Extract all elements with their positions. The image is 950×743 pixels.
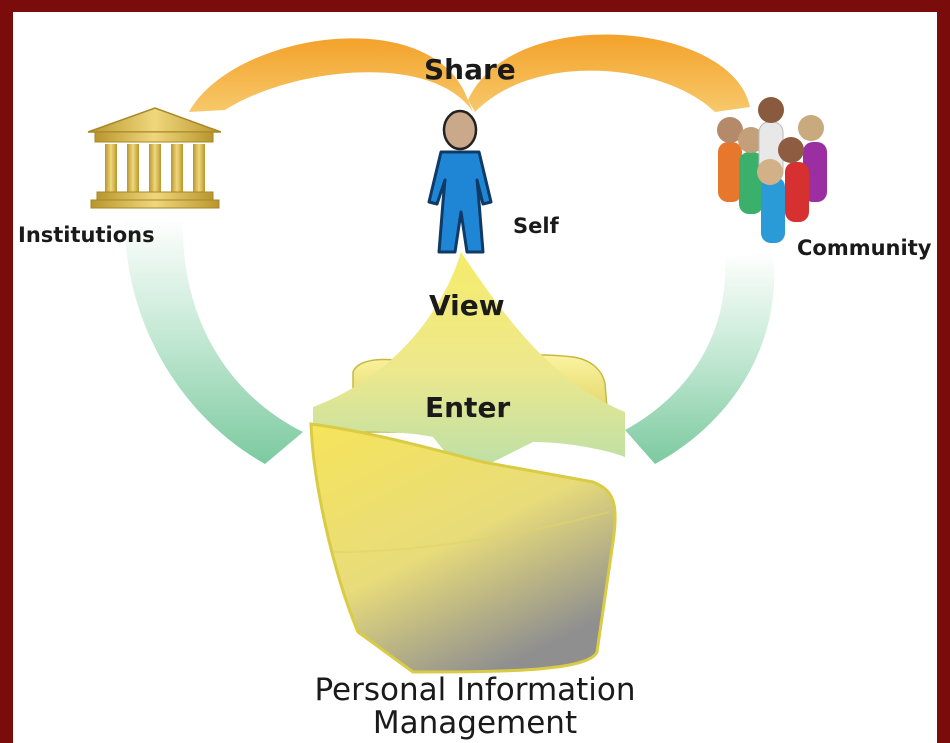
view-label: View xyxy=(429,289,505,322)
view-cone xyxy=(313,252,625,462)
enter-label: Enter xyxy=(425,391,511,424)
share-arc-right xyxy=(468,34,750,112)
folder-lip xyxy=(332,511,610,553)
share-label: Share xyxy=(424,53,516,86)
self-label: Self xyxy=(513,214,559,238)
community-label: Community xyxy=(797,236,932,260)
diagram-title: Personal Information Management xyxy=(275,674,675,739)
title-line-1: Personal Information xyxy=(314,672,636,708)
share-arc-left xyxy=(189,38,473,112)
community-people-icon xyxy=(717,97,827,243)
institutions-label: Institutions xyxy=(18,223,155,247)
institutions-arc xyxy=(124,217,304,464)
person-icon xyxy=(427,109,493,254)
institution-building-icon xyxy=(87,107,222,209)
folder-front xyxy=(309,422,617,674)
community-arc xyxy=(625,252,775,464)
diagram-panel: Share Self Institutions Community View E… xyxy=(13,12,937,743)
pim-diagram xyxy=(87,34,827,674)
title-line-2: Management xyxy=(372,704,578,741)
